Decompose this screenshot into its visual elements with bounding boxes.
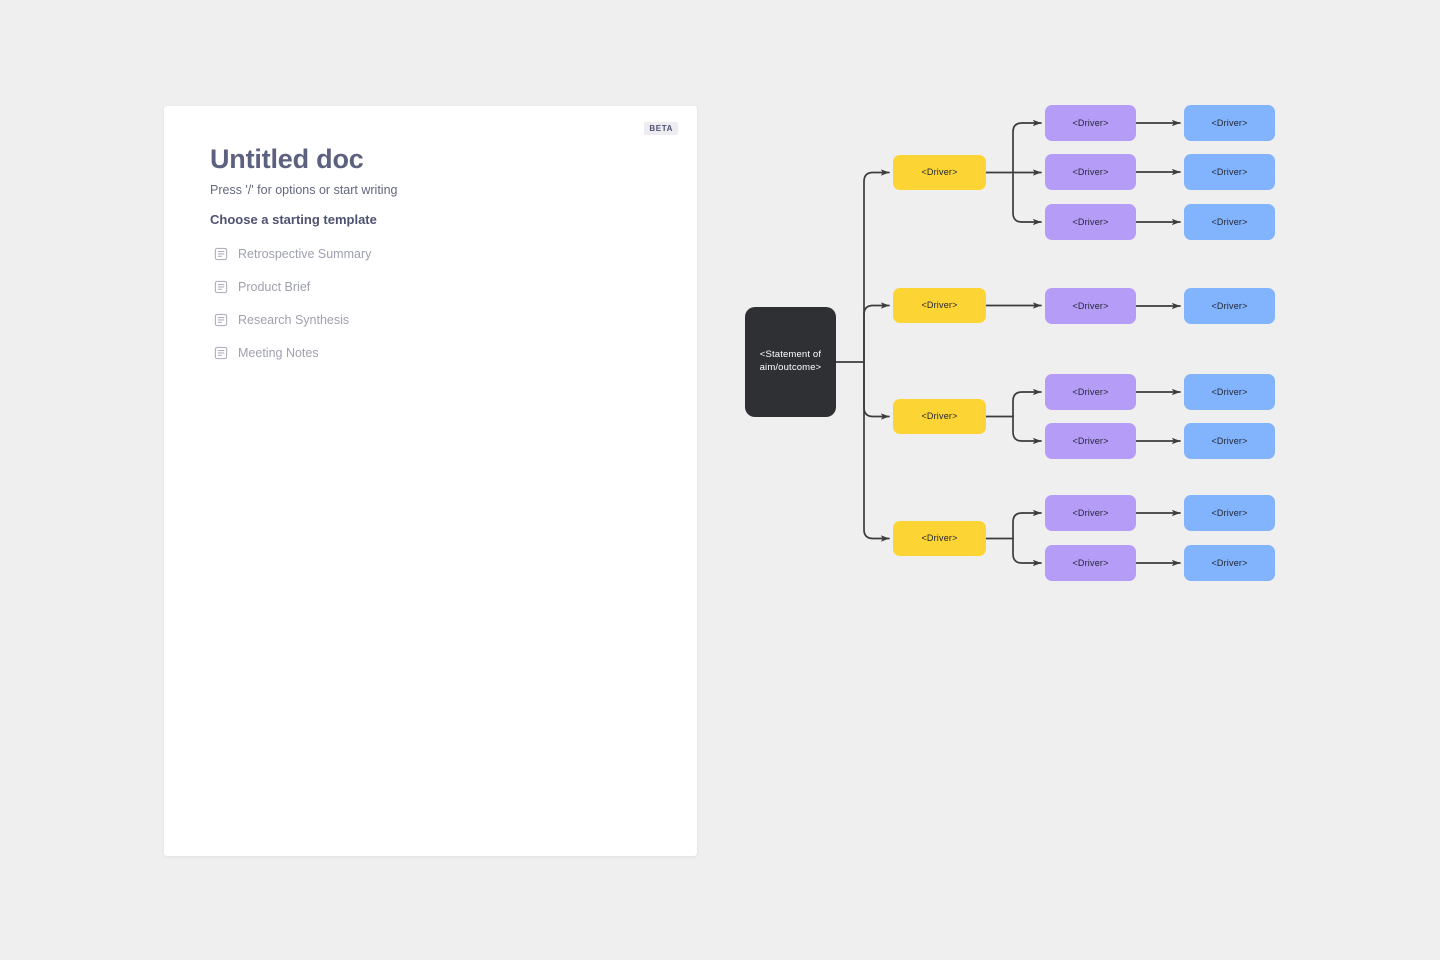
driver-node-tertiary[interactable]: <Driver>	[1184, 545, 1275, 581]
driver-node-secondary[interactable]: <Driver>	[1045, 495, 1136, 531]
document-lines-icon	[214, 280, 228, 293]
template-item-label: Product Brief	[238, 279, 311, 294]
connector	[1012, 171, 1042, 226]
driver-node-tertiary[interactable]: <Driver>	[1184, 204, 1275, 240]
root-node-statement[interactable]: <Statement of aim/outcome>	[745, 307, 836, 417]
template-item[interactable]: Product Brief	[214, 270, 654, 303]
driver-node-primary[interactable]: <Driver>	[893, 155, 986, 190]
driver-node-primary[interactable]: <Driver>	[893, 288, 986, 323]
driver-node-secondary[interactable]: <Driver>	[1045, 423, 1136, 459]
driver-node-secondary[interactable]: <Driver>	[1045, 204, 1136, 240]
document-lines-icon	[214, 247, 228, 260]
template-item-label: Meeting Notes	[238, 345, 319, 360]
template-section-title: Choose a starting template	[210, 212, 377, 227]
connector	[1012, 509, 1042, 540]
template-list: Retrospective Summary Product Brief Rese…	[214, 237, 654, 369]
driver-node-tertiary[interactable]: <Driver>	[1184, 423, 1275, 459]
connector	[863, 361, 890, 420]
template-item-label: Research Synthesis	[238, 312, 350, 327]
document-card[interactable]: BETA Untitled doc Press '/' for options …	[164, 106, 697, 856]
driver-node-tertiary[interactable]: <Driver>	[1184, 495, 1275, 531]
driver-node-primary[interactable]: <Driver>	[893, 521, 986, 556]
beta-badge: BETA	[644, 122, 678, 135]
template-item[interactable]: Retrospective Summary	[214, 237, 654, 270]
editor-placeholder-hint[interactable]: Press '/' for options or start writing	[210, 183, 398, 197]
connector	[1012, 415, 1042, 445]
driver-node-tertiary[interactable]: <Driver>	[1184, 374, 1275, 410]
document-lines-icon	[214, 346, 228, 359]
driver-node-tertiary[interactable]: <Driver>	[1184, 105, 1275, 141]
driver-node-tertiary[interactable]: <Driver>	[1184, 288, 1275, 324]
template-item[interactable]: Research Synthesis	[214, 303, 654, 336]
driver-node-tertiary[interactable]: <Driver>	[1184, 154, 1275, 190]
driver-node-secondary[interactable]: <Driver>	[1045, 545, 1136, 581]
connector	[1012, 388, 1042, 418]
connector	[1012, 537, 1042, 567]
document-lines-icon	[214, 313, 228, 326]
page-title[interactable]: Untitled doc	[210, 144, 364, 174]
driver-node-secondary[interactable]: <Driver>	[1045, 288, 1136, 324]
connector	[863, 169, 890, 363]
driver-node-primary[interactable]: <Driver>	[893, 399, 986, 434]
driver-node-secondary[interactable]: <Driver>	[1045, 154, 1136, 190]
connector	[863, 302, 890, 363]
driver-node-secondary[interactable]: <Driver>	[1045, 105, 1136, 141]
connector	[1012, 119, 1042, 174]
template-item-label: Retrospective Summary	[238, 246, 372, 261]
connector	[863, 361, 890, 542]
template-item[interactable]: Meeting Notes	[214, 336, 654, 369]
driver-node-secondary[interactable]: <Driver>	[1045, 374, 1136, 410]
